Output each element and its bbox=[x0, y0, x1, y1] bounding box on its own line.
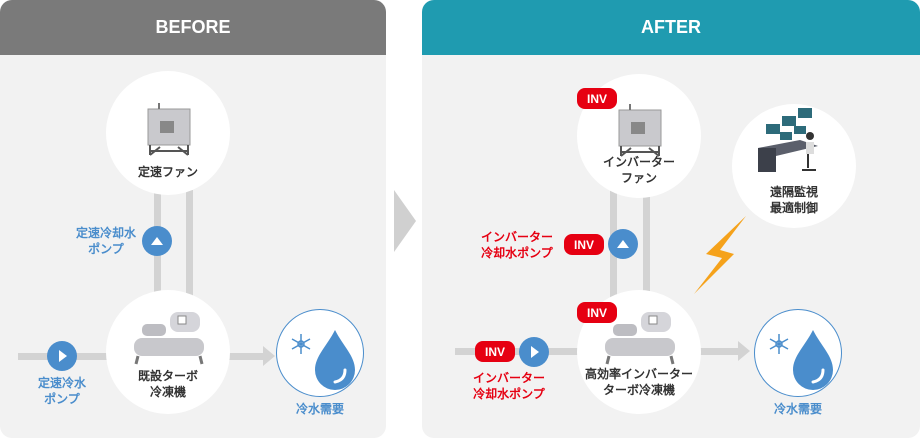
line: 定速冷却水 bbox=[75, 226, 136, 240]
line: 既設ターボ bbox=[137, 369, 198, 383]
inv-badge: INV bbox=[564, 234, 604, 255]
before-panel: BEFORE 定速ファン 定速冷却水ポンプ 既設ターボ冷凍機 定速冷水ポンプ 冷… bbox=[0, 0, 386, 438]
cooling-tower-icon bbox=[147, 102, 191, 156]
line: 冷凍機 bbox=[149, 385, 186, 399]
line: 遠隔監視 bbox=[769, 185, 818, 199]
pipe bbox=[643, 190, 650, 300]
control-room-icon bbox=[758, 108, 818, 172]
before-header: BEFORE bbox=[0, 0, 386, 55]
fan-label: インバーターファン bbox=[577, 154, 701, 186]
arrow-up-icon bbox=[151, 237, 163, 245]
after-header: AFTER bbox=[422, 0, 920, 55]
chiller-circle: 既設ターボ冷凍機 bbox=[106, 290, 230, 414]
line: インバーター bbox=[472, 371, 545, 385]
arrow-right-icon bbox=[531, 346, 539, 358]
arrow-head bbox=[738, 341, 750, 361]
line: 冷却水ポンプ bbox=[473, 387, 545, 401]
cooling-tower-icon bbox=[618, 103, 662, 157]
inv-badge: INV bbox=[577, 88, 617, 109]
fan-label: 定速ファン bbox=[137, 165, 198, 179]
line: 定速冷水 bbox=[37, 376, 86, 390]
arrow-up-icon bbox=[617, 240, 629, 248]
pipe bbox=[225, 353, 265, 360]
cooling-water-pump[interactable] bbox=[608, 229, 638, 259]
inv-badge: INV bbox=[577, 302, 617, 323]
line: インバーター bbox=[480, 230, 553, 244]
lightning-bolt-icon bbox=[694, 216, 746, 294]
demand-circle bbox=[276, 309, 364, 397]
remote-label: 遠隔監視最適制御 bbox=[732, 184, 856, 216]
arrow-right-icon bbox=[59, 350, 67, 362]
line: インバーター bbox=[602, 155, 675, 169]
line: ポンプ bbox=[44, 392, 80, 406]
demand-label: 冷水需要 bbox=[295, 402, 344, 416]
line: ファン bbox=[620, 171, 657, 185]
chiller-label: 高効率インバーターターボ冷凍機 bbox=[577, 366, 701, 398]
chw-pump-label: 定速冷水ポンプ bbox=[26, 375, 98, 407]
cooling-water-pump[interactable] bbox=[142, 226, 172, 256]
fan-circle: インバーターファン bbox=[577, 74, 701, 198]
remote-circle: 遠隔監視最適制御 bbox=[732, 104, 856, 228]
inv-badge: INV bbox=[475, 341, 515, 362]
cw-pump-label: 定速冷却水ポンプ bbox=[70, 225, 142, 257]
chiller-icon bbox=[132, 312, 206, 366]
water-drop-icon bbox=[313, 330, 357, 392]
cw-pump-label: インバーター冷却水ポンプ bbox=[474, 229, 560, 261]
fan-circle: 定速ファン bbox=[106, 71, 230, 195]
chiller-label: 既設ターボ冷凍機 bbox=[106, 368, 230, 400]
after-panel: AFTER インバーターファン INV 遠隔監視最適制御 インバーター冷却水ポン… bbox=[422, 0, 920, 438]
pipe bbox=[186, 190, 193, 300]
chevron-right-icon bbox=[394, 190, 416, 252]
line: ポンプ bbox=[88, 242, 124, 256]
demand-label: 冷水需要 bbox=[773, 402, 822, 416]
water-drop-icon bbox=[791, 330, 835, 392]
chilled-water-pump[interactable] bbox=[47, 341, 77, 371]
demand-circle bbox=[754, 309, 842, 397]
chiller-circle: 高効率インバーターターボ冷凍機 bbox=[577, 290, 701, 414]
line: 最適制御 bbox=[769, 201, 818, 215]
arrow-head bbox=[263, 346, 275, 366]
pipe bbox=[700, 348, 740, 355]
chw-pump-label: インバーター冷却水ポンプ bbox=[466, 370, 552, 402]
chilled-water-pump[interactable] bbox=[519, 337, 549, 367]
line: 冷却水ポンプ bbox=[481, 246, 553, 260]
line: 高効率インバーター bbox=[584, 367, 693, 381]
line: ターボ冷凍機 bbox=[602, 383, 675, 397]
